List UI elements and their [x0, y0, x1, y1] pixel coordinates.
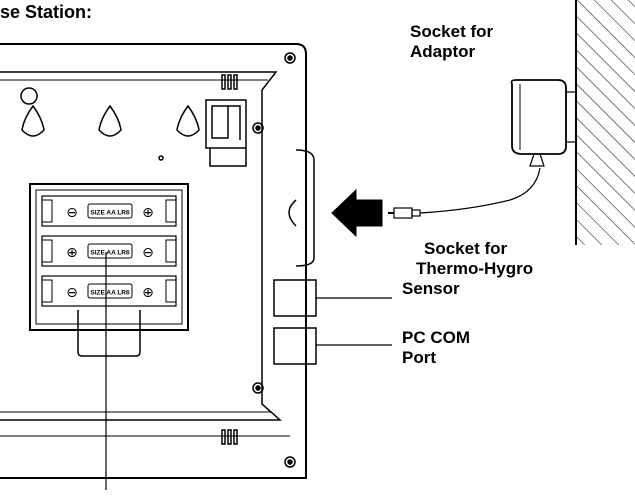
battery-size-text: SIZE AA LR6	[90, 290, 130, 297]
pc-port-label: PC COM Port	[402, 328, 470, 368]
adaptor-socket-label: Socket for Adaptor	[410, 22, 493, 62]
adaptor-socket-label-line-2: Adaptor	[410, 42, 476, 61]
battery-cell: SIZE AA LR6 ⊕ ⊖	[41, 235, 177, 267]
screw-icon	[284, 456, 296, 468]
sensor-socket	[273, 279, 392, 317]
page-title: se Station:	[0, 2, 93, 22]
battery-label-box	[87, 283, 133, 299]
vent-slots-top	[221, 74, 238, 90]
stand-clip	[205, 99, 247, 167]
polarity-sign: ⊕	[142, 285, 154, 301]
sensor-socket-label-line-2: Thermo-Hygro	[416, 259, 534, 278]
keyhole-icon	[176, 104, 200, 137]
battery-cell: SIZE AA LR6 ⊖ ⊕	[41, 195, 177, 227]
polarity-sign: ⊕	[142, 205, 154, 221]
battery-size-text: SIZE AA LR6	[90, 250, 130, 257]
polarity-sign: ⊖	[142, 245, 154, 261]
battery-compartment: SIZE AA LR6 ⊖ ⊕ SIZE AA LR6 ⊕ ⊖ SIZE AA LR6 ⊖ ⊕	[29, 183, 189, 357]
battery-contact	[165, 199, 177, 223]
power-adaptor	[510, 79, 577, 167]
battery-contact	[165, 239, 177, 263]
insert-arrow-icon	[331, 188, 383, 238]
battery-contact	[41, 239, 53, 263]
small-hole	[158, 155, 164, 161]
pc-com-port	[273, 327, 392, 365]
screw-icon	[252, 122, 264, 134]
sensor-socket-label: Socket for Thermo-Hygro Sensor	[402, 239, 533, 299]
polarity-sign: ⊖	[66, 285, 78, 301]
sensor-socket-label-line-3: Sensor	[402, 279, 460, 298]
battery-size-text: SIZE AA LR6	[90, 210, 130, 217]
battery-label-box	[87, 203, 133, 219]
battery-contact	[41, 199, 53, 223]
adaptor-plug	[388, 167, 541, 219]
screw-icon	[252, 382, 264, 394]
wall	[575, 0, 635, 245]
battery-contact	[41, 279, 53, 303]
battery-contact	[165, 279, 177, 303]
base-station-housing	[0, 43, 315, 479]
polarity-sign: ⊖	[66, 205, 78, 221]
polarity-sign: ⊕	[66, 245, 78, 261]
sensor-socket-label-line-1: Socket for	[424, 239, 508, 258]
adaptor-socket-label-line-1: Socket for	[410, 22, 494, 41]
battery-label-box	[87, 243, 133, 259]
screw-icon	[284, 52, 296, 64]
vent-slots-bottom	[221, 429, 238, 445]
battery-cell: SIZE AA LR6 ⊖ ⊕	[41, 275, 177, 307]
keyhole-icon	[98, 104, 122, 137]
keyhole-icon	[20, 87, 45, 137]
pc-port-label-line-1: PC COM	[402, 328, 470, 347]
pc-port-label-line-2: Port	[402, 348, 436, 367]
